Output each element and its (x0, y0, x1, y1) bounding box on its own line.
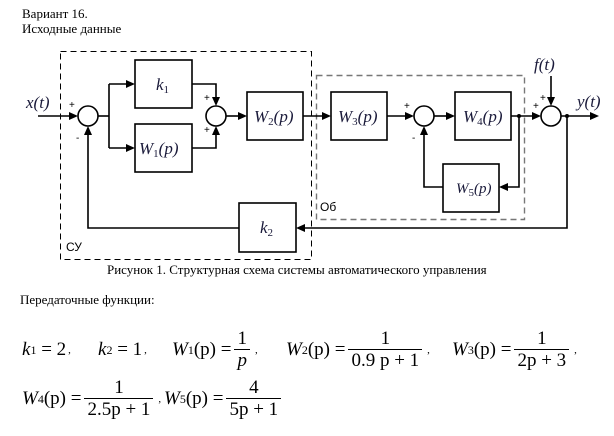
block-w2 (246, 91, 304, 141)
sign-plus: + (404, 101, 410, 112)
wire (423, 134, 443, 188)
arrow-icon (532, 112, 541, 120)
wire (304, 116, 568, 229)
arrow-icon (69, 112, 78, 120)
arrow-icon (590, 112, 599, 120)
wire (87, 134, 239, 229)
sign-plus: + (533, 101, 539, 112)
summing-junction-3 (413, 105, 435, 127)
wire (192, 83, 217, 98)
block-w1-label: W1(p) (139, 139, 179, 160)
arrow-icon (238, 112, 247, 120)
arrow-icon (405, 112, 414, 120)
block-w3 (330, 91, 388, 141)
plant-region-label: Об (320, 200, 336, 214)
block-k2 (238, 202, 297, 253)
disturbance-signal-label: f(t) (534, 55, 555, 74)
arrow-icon (126, 144, 135, 152)
arrow-icon (446, 112, 455, 120)
wire (192, 134, 217, 149)
output-signal-label: y(t) (575, 92, 601, 111)
sign-plus: + (540, 93, 546, 104)
arrow-icon (212, 97, 220, 106)
arrow-icon (420, 126, 428, 135)
sign-minus: - (76, 133, 79, 144)
input-signal-label: x(t) (25, 93, 50, 112)
block-w4-label: W4(p) (463, 107, 503, 128)
plant-region (315, 74, 526, 221)
arrow-icon (126, 80, 135, 88)
variant-label: Вариант 16. (22, 6, 88, 21)
initial-data-heading: Исходные данные (22, 21, 122, 36)
summing-junction-4 (540, 105, 562, 127)
block-w2-label: W2(p) (254, 107, 294, 128)
arrow-icon (499, 183, 508, 191)
block-w1 (134, 123, 193, 173)
wire (507, 116, 520, 188)
arrow-icon (212, 126, 220, 135)
summing-junction-2 (205, 105, 227, 127)
controller-region-label: СУ (66, 240, 82, 254)
sign-plus: + (204, 93, 210, 104)
block-w4 (454, 91, 512, 141)
block-w5 (442, 163, 500, 213)
block-diagram: СУ Об x(t) + - k1 W1(p) + + W2(p) W3(p) … (25, 51, 601, 260)
sign-plus: + (204, 125, 210, 136)
block-w5-label: W5(p) (456, 181, 492, 199)
arrow-icon (322, 112, 331, 120)
arrow-icon (84, 126, 92, 135)
arrow-icon (296, 224, 305, 232)
block-w3-label: W3(p) (338, 107, 378, 128)
arrow-icon (547, 97, 555, 106)
sign-plus: + (69, 100, 75, 111)
block-k2-label: k2 (260, 218, 273, 239)
figure-caption: Рисунок 1. Структурная схема системы авт… (107, 262, 487, 277)
block-k1 (134, 59, 193, 109)
block-k1-label: k1 (156, 75, 169, 96)
controller-region (60, 51, 312, 260)
sign-minus: - (412, 133, 415, 144)
summing-junction-1 (77, 105, 99, 127)
transfer-functions-heading: Передаточные функции: (20, 292, 155, 307)
